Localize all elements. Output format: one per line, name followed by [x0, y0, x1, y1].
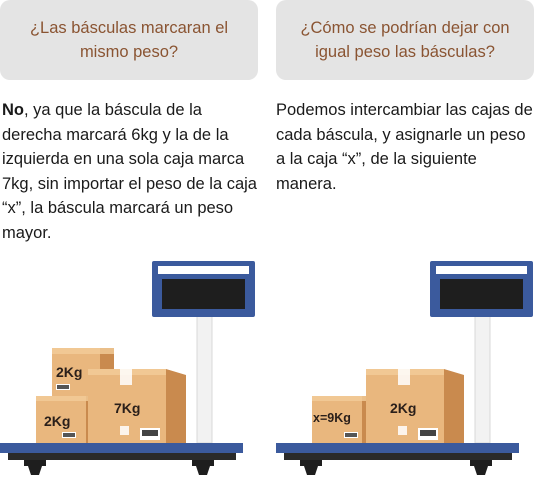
right-scale-feet — [300, 460, 492, 475]
left-scale-display — [152, 261, 255, 317]
left-box-big-label: 7Kg — [114, 400, 140, 416]
left-answer-text: , ya que la báscula de la derecha marcar… — [2, 101, 257, 242]
left-question-bubble: ¿Las básculas marcaran el mismo peso? — [0, 0, 258, 80]
right-question-text: ¿Cómo se podrían dejar con igual peso la… — [300, 19, 510, 61]
right-box-x-label: x=9Kg — [313, 411, 351, 425]
right-scale-illustration: x=9Kg 2Kg — [272, 258, 536, 490]
right-box-big-2kg: 2Kg — [366, 369, 464, 443]
left-box-big-7kg: 7Kg — [88, 369, 186, 443]
right-box-big-label: 2Kg — [390, 400, 416, 416]
left-scale-pole — [196, 312, 213, 444]
right-question-bubble: ¿Cómo se podrían dejar con igual peso la… — [276, 0, 534, 80]
right-scale-pole — [474, 312, 491, 444]
left-scale-platform — [0, 443, 243, 453]
left-question-text: ¿Las básculas marcaran el mismo peso? — [29, 19, 229, 61]
right-scale-base — [284, 453, 512, 460]
left-answer-lead: No — [2, 101, 24, 119]
left-answer-paragraph: No, ya que la báscula de la derecha marc… — [2, 98, 266, 245]
right-scale-display — [430, 261, 533, 317]
left-scale-feet — [24, 460, 214, 475]
left-box-bottom-label: 2Kg — [44, 413, 70, 429]
right-scale-platform — [276, 443, 519, 453]
right-answer-paragraph: Podemos intercambiar las cajas de cada b… — [276, 101, 533, 193]
left-scale-base — [8, 453, 236, 460]
left-scale-illustration: 2Kg 2Kg 7Kg — [0, 258, 270, 490]
left-box-top-label: 2Kg — [56, 364, 82, 380]
